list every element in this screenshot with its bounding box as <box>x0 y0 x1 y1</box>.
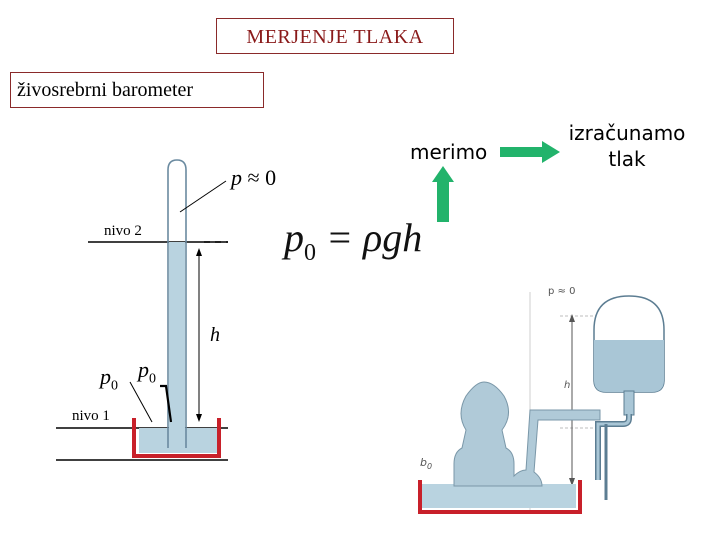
mercury-dish <box>132 418 221 458</box>
vacuum-label: p ≈ 0 <box>231 165 277 190</box>
vacuum-pointer <box>179 180 227 213</box>
glass-tube <box>167 159 187 448</box>
section-heading: živosrebrni barometer <box>10 72 264 108</box>
right-arrow-head <box>542 141 560 163</box>
formula: p0 = ρgh <box>284 215 423 266</box>
right-height-label: h <box>564 380 571 391</box>
right-arrow-shaft <box>500 147 544 157</box>
measure-label: merimo <box>410 140 488 164</box>
height-arrow-bottom <box>196 414 202 422</box>
up-arrow-head <box>432 166 454 182</box>
level1-label: nivo 1 <box>72 408 110 424</box>
height-label: h <box>210 324 220 346</box>
right-vacuum-label: p ≈ 0 <box>548 286 576 297</box>
p0-pointer-b <box>160 384 173 423</box>
height-arrow-top <box>196 248 202 256</box>
p0-label-mid: p0 <box>138 357 156 387</box>
page-title: MERJENJE TLAKA <box>216 18 454 54</box>
p0-pointer-a <box>129 381 153 423</box>
mercury-column <box>169 242 185 448</box>
level2-label: nivo 2 <box>104 223 142 239</box>
p0-label-left: p0 <box>100 364 118 394</box>
right-b0-label: b0 <box>420 456 433 472</box>
lab-barometer-figure <box>418 292 665 514</box>
up-arrow-shaft <box>437 180 449 222</box>
